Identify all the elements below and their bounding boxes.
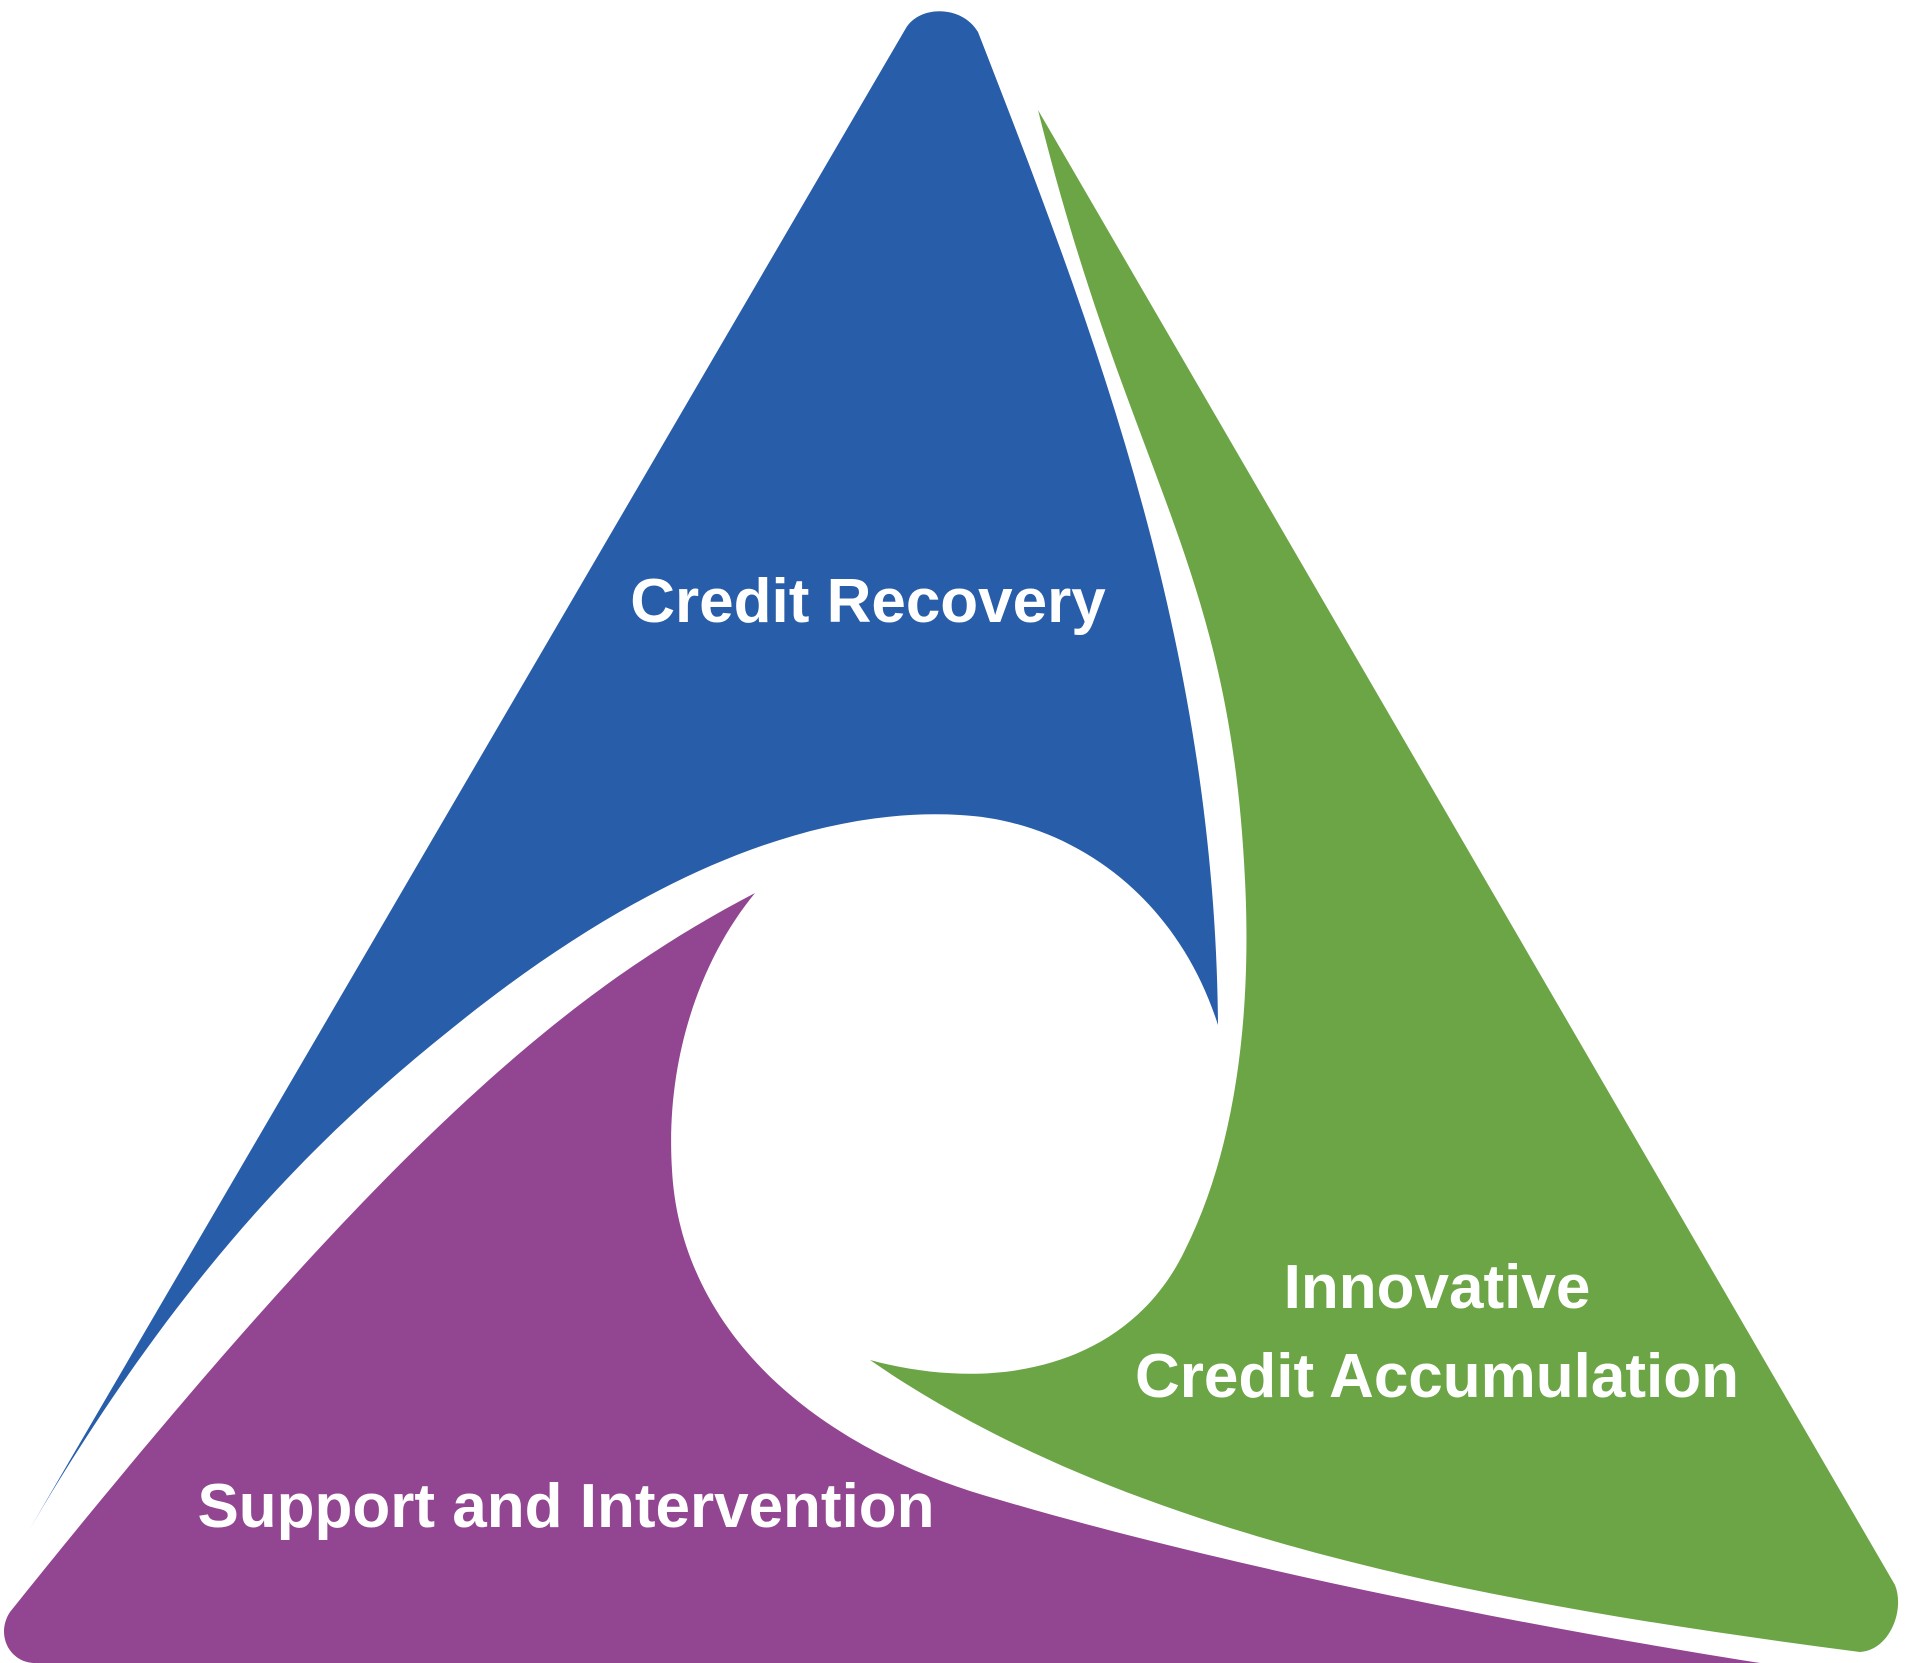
support-and-intervention-label: Support and Intervention xyxy=(197,1472,934,1541)
credit-recovery-segment xyxy=(28,11,1218,1532)
innovative-credit-accumulation-segment xyxy=(870,110,1899,1652)
support-and-intervention-segment xyxy=(4,893,1761,1663)
credit-accumulation-label: Credit Accumulation xyxy=(1135,1342,1739,1411)
innovative-label: Innovative xyxy=(1284,1253,1591,1322)
credit-recovery-label: Credit Recovery xyxy=(630,567,1106,636)
